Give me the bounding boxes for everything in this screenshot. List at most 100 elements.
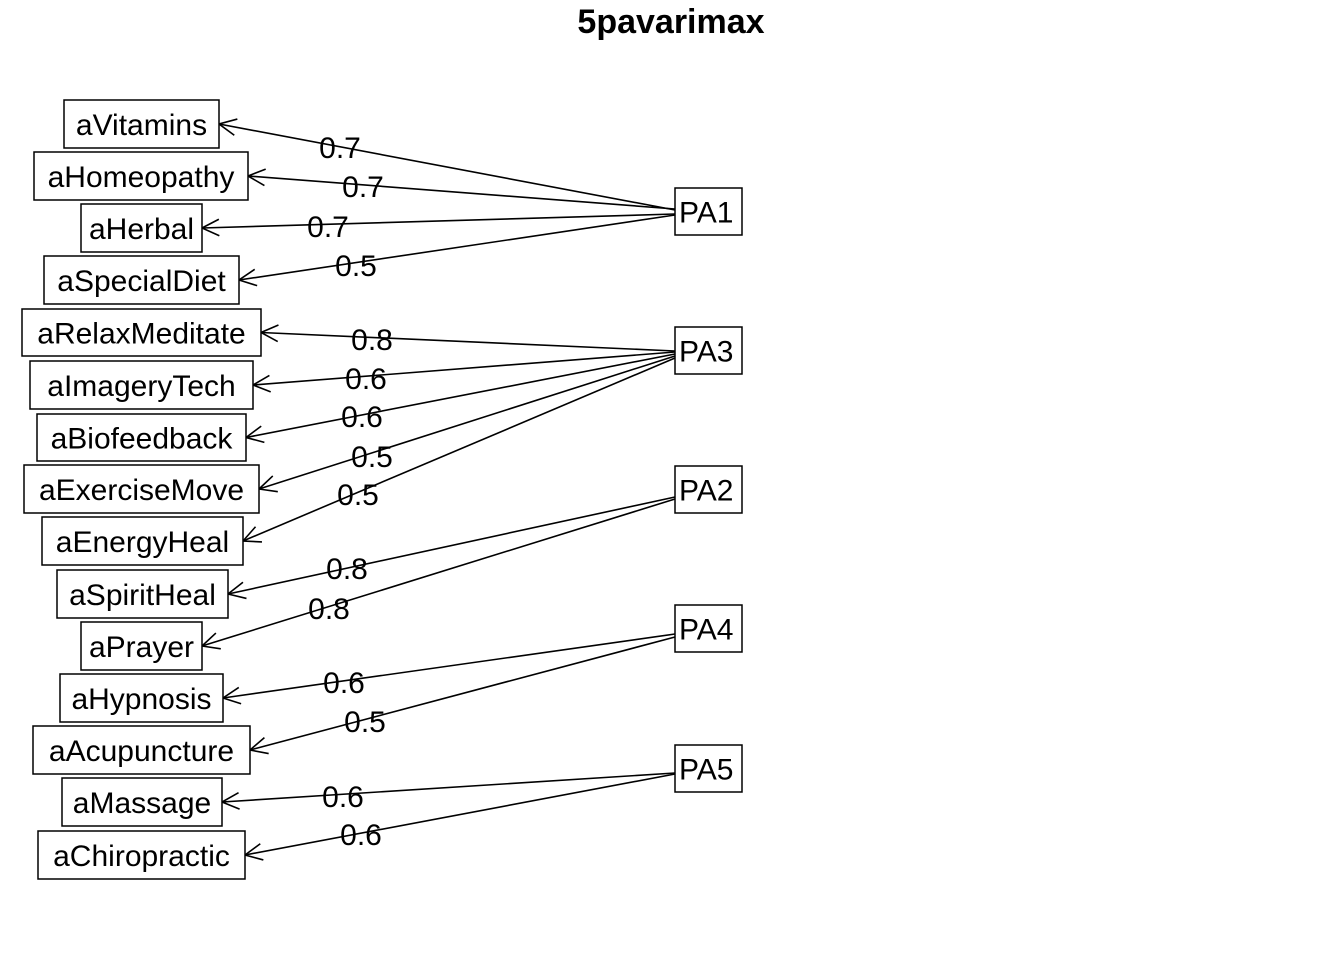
loading-value: 0.7 [307, 211, 349, 244]
variable-label: aRelaxMeditate [37, 318, 245, 351]
loading-value: 0.5 [344, 706, 386, 739]
factor-node-pa3: PA3 [674, 326, 743, 375]
loading-value: 0.7 [342, 171, 384, 204]
variable-box [59, 673, 224, 723]
variable-box [63, 99, 220, 149]
variable-node-aspecialdiet: aSpecialDiet [43, 255, 240, 305]
variable-node-aprayer: aPrayer [80, 621, 203, 671]
loading-edge-pa2-aspiritheal [226, 496, 676, 600]
variable-label: aMassage [73, 787, 211, 820]
loading-edge-pa5-amassage [220, 772, 676, 810]
edge-line [258, 355, 676, 490]
loading-value: 0.6 [341, 401, 383, 434]
variable-label: aEnergyHeal [56, 526, 229, 559]
edge-line [201, 213, 676, 229]
edge-line [218, 123, 676, 211]
variable-box [61, 777, 223, 827]
variable-label: aSpiritHeal [69, 579, 216, 612]
factor-node-pa1: PA1 [674, 187, 743, 236]
loading-edge-pa3-aexercisemove [257, 355, 676, 493]
variable-node-aspiritheal: aSpiritHeal [56, 569, 229, 619]
edge-line [227, 496, 676, 595]
factor-box [674, 744, 743, 793]
edge-line [260, 331, 676, 352]
variable-box [80, 621, 203, 671]
variable-node-aacupuncture: aAcupuncture [32, 725, 251, 775]
edge-line [238, 214, 676, 281]
variable-box [29, 360, 254, 410]
loading-labels: 0.7 0.7 0.7 0.5 0.8 0.6 0.6 0.5 0.5 0.8 0.8 0.6 0.5 0… [307, 132, 393, 852]
loading-edge-pa3-aimagerytech [251, 351, 676, 393]
edge-line [249, 636, 676, 751]
variable-label: aVitamins [76, 109, 207, 142]
edge-line [252, 351, 676, 386]
loading-value: 0.5 [335, 250, 377, 283]
variable-node-aimagerytech: aImageryTech [29, 360, 254, 410]
variable-node-aenergyheal: aEnergyHeal [41, 516, 244, 566]
variable-node-abiofeedback: aBiofeedback [36, 413, 247, 462]
variable-label: aAcupuncture [49, 735, 234, 768]
loading-value: 0.8 [326, 553, 368, 586]
variable-box [43, 255, 240, 305]
variable-node-aherbal: aHerbal [80, 203, 203, 253]
factor-node-pa4: PA4 [674, 604, 743, 653]
variable-box [36, 413, 247, 462]
variable-node-avitamins: aVitamins [63, 99, 220, 149]
variable-box [56, 569, 229, 619]
variable-label: aExerciseMove [39, 474, 244, 507]
variable-label: aHypnosis [71, 683, 211, 716]
factor-label: PA5 [679, 754, 733, 787]
factor-node-pa2: PA2 [674, 465, 743, 514]
variable-box [23, 464, 260, 514]
loading-value: 0.5 [337, 479, 379, 512]
loading-edge-pa3-abiofeedback [244, 353, 676, 444]
variable-label: aHerbal [89, 213, 194, 246]
loading-value: 0.6 [340, 819, 382, 852]
factor-box [674, 465, 743, 514]
edge-line [222, 633, 676, 699]
factor-label: PA1 [679, 197, 733, 230]
variable-node-ahomeopathy: aHomeopathy [33, 151, 249, 201]
variable-label: aPrayer [89, 631, 194, 664]
loading-value: 0.6 [323, 667, 365, 700]
edge-line [221, 772, 676, 803]
loading-edge-pa4-ahypnosis [221, 633, 676, 705]
factor-label: PA3 [679, 336, 733, 369]
loading-edge-pa3-arelaxmeditate [259, 324, 676, 352]
loading-value: 0.6 [322, 781, 364, 814]
variable-box [80, 203, 203, 253]
variable-box [41, 516, 244, 566]
variable-label: aHomeopathy [48, 161, 235, 194]
factor-node-pa5: PA5 [674, 744, 743, 793]
loading-edge-pa4-aacupuncture [248, 636, 676, 755]
variable-box [33, 151, 249, 201]
edge-line [245, 353, 676, 439]
factor-box [674, 326, 743, 375]
factor-box [674, 187, 743, 236]
diagram-title: 5pavarimax [577, 3, 764, 41]
loading-edges [200, 118, 676, 861]
variable-node-arelaxmeditate: aRelaxMeditate [21, 308, 262, 357]
edge-line [244, 773, 676, 856]
factor-box [674, 604, 743, 653]
loading-value: 0.8 [351, 324, 393, 357]
variable-box [32, 725, 251, 775]
loading-value: 0.7 [319, 132, 361, 165]
factor-label: PA2 [679, 475, 733, 508]
loading-edge-pa2-aprayer [200, 498, 676, 650]
variable-box [21, 308, 262, 357]
loading-edge-pa1-avitamins [217, 118, 676, 211]
factor-label: PA4 [679, 614, 733, 647]
loading-edge-pa3-aenergyheal [241, 357, 676, 543]
loading-value: 0.5 [351, 441, 393, 474]
variable-node-amassage: aMassage [61, 777, 223, 827]
variable-label: aSpecialDiet [57, 265, 226, 298]
edge-line [242, 357, 676, 542]
variable-box [37, 830, 246, 880]
loading-value: 0.8 [308, 593, 350, 626]
variable-label: aBiofeedback [51, 423, 234, 456]
variable-node-achiropractic: aChiropractic [37, 830, 246, 880]
edge-line [247, 175, 676, 210]
